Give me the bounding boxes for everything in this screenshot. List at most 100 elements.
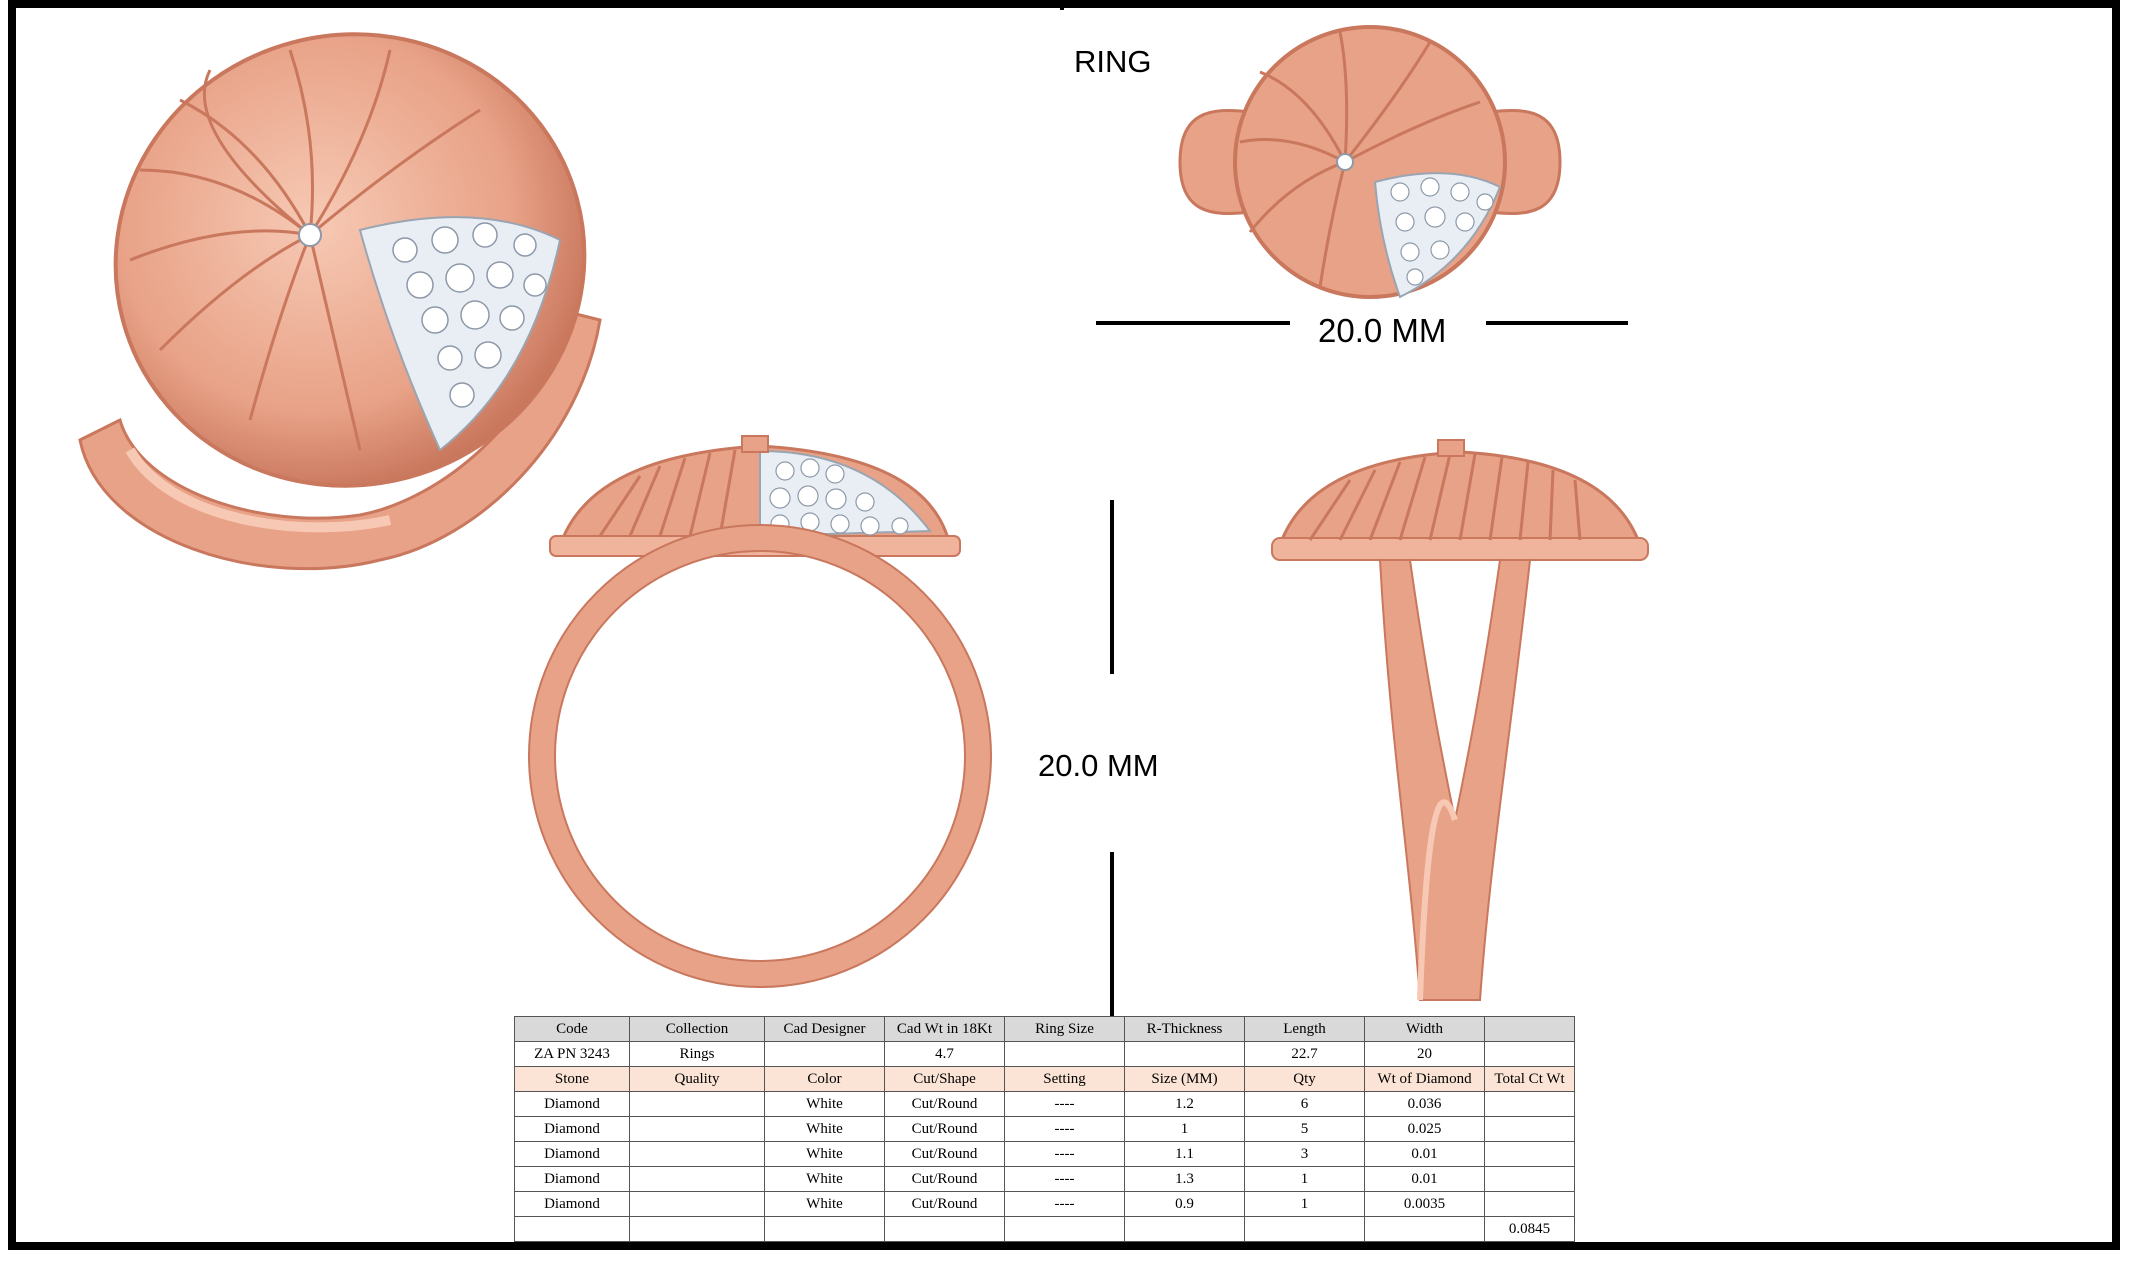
table-cell: Setting	[1004, 1066, 1125, 1092]
table-cell: White	[764, 1091, 885, 1117]
table-cell: Code	[514, 1016, 630, 1042]
table-cell: ----	[1004, 1091, 1125, 1117]
table-cell	[1004, 1216, 1125, 1242]
drawing-frame	[8, 0, 2120, 1250]
table-cell: Size (MM)	[1124, 1066, 1245, 1092]
table-cell: ----	[1004, 1191, 1125, 1217]
total-row: 0.0845	[514, 1216, 1575, 1242]
table-cell: 1.2	[1124, 1091, 1245, 1117]
height-dimension-line-bottom	[1110, 852, 1114, 1016]
table-cell	[1364, 1216, 1485, 1242]
width-dimension-line-left	[1096, 321, 1290, 325]
table-cell: 4.7	[884, 1041, 1005, 1067]
table-cell: Cut/Round	[884, 1116, 1005, 1142]
table-cell: White	[764, 1116, 885, 1142]
height-dimension-label: 20.0 MM	[1038, 748, 1159, 783]
table-cell: 1.3	[1124, 1166, 1245, 1192]
table-cell: Width	[1364, 1016, 1485, 1042]
table-cell: ----	[1004, 1116, 1125, 1142]
table-cell: ----	[1004, 1166, 1125, 1192]
table-cell	[1124, 1216, 1245, 1242]
table-cell: Ring Size	[1004, 1016, 1125, 1042]
table-cell: Total Ct Wt	[1484, 1066, 1575, 1092]
table-cell: Color	[764, 1066, 885, 1092]
ring-perspective-view	[78, 32, 602, 571]
table-cell: 1	[1244, 1191, 1365, 1217]
table-cell	[1484, 1116, 1575, 1142]
table-cell: 5	[1244, 1116, 1365, 1142]
table-cell	[629, 1141, 765, 1167]
table-cell: Diamond	[514, 1166, 630, 1192]
table-cell	[514, 1216, 630, 1242]
height-dimension-line-top	[1110, 500, 1114, 674]
table-cell: Diamond	[514, 1191, 630, 1217]
table-cell: 0.036	[1364, 1091, 1485, 1117]
table-cell: White	[764, 1166, 885, 1192]
table-cell	[1484, 1091, 1575, 1117]
table-cell: Cad Designer	[764, 1016, 885, 1042]
table-cell: Cut/Round	[884, 1091, 1005, 1117]
table-cell	[1484, 1191, 1575, 1217]
table-cell: Quality	[629, 1066, 765, 1092]
table-cell: Cut/Round	[884, 1141, 1005, 1167]
table-cell: 6	[1244, 1091, 1365, 1117]
table-cell: 1	[1244, 1166, 1365, 1192]
ring-top-view	[1178, 25, 1562, 299]
table-cell: 20	[1364, 1041, 1485, 1067]
table-cell: 0.01	[1364, 1141, 1485, 1167]
table-cell	[629, 1166, 765, 1192]
table-cell	[1484, 1041, 1575, 1067]
table-cell: Cad Wt in 18Kt	[884, 1016, 1005, 1042]
ring-side-view	[1271, 439, 1649, 1001]
table-cell: Diamond	[514, 1141, 630, 1167]
table-cell: Wt of Diamond	[1364, 1066, 1485, 1092]
table-cell	[1124, 1041, 1245, 1067]
table-cell	[629, 1191, 765, 1217]
table-cell: 1	[1124, 1116, 1245, 1142]
table-cell: 22.7	[1244, 1041, 1365, 1067]
top-divider	[1060, 0, 1064, 10]
table-cell: 0.9	[1124, 1191, 1245, 1217]
table-cell: 0.025	[1364, 1116, 1485, 1142]
table-cell: Qty	[1244, 1066, 1365, 1092]
table-cell: 0.0035	[1364, 1191, 1485, 1217]
table-cell: Diamond	[514, 1091, 630, 1117]
table-cell	[1484, 1166, 1575, 1192]
table-cell: ----	[1004, 1141, 1125, 1167]
table-cell	[764, 1216, 885, 1242]
width-dimension-line-right	[1486, 321, 1628, 325]
table-cell: Diamond	[514, 1116, 630, 1142]
table-cell: Stone	[514, 1066, 630, 1092]
table-cell: White	[764, 1141, 885, 1167]
width-dimension-label: 20.0 MM	[1318, 312, 1447, 349]
table-cell	[764, 1041, 885, 1067]
table-cell: Cut/Round	[884, 1166, 1005, 1192]
table-cell: 1.1	[1124, 1141, 1245, 1167]
table-cell: Cut/Shape	[884, 1066, 1005, 1092]
table-cell	[884, 1216, 1005, 1242]
sheet-title: RING	[1074, 44, 1152, 79]
ring-front-view	[528, 435, 992, 988]
table-cell	[1484, 1016, 1575, 1042]
table-cell: Length	[1244, 1016, 1365, 1042]
table-cell: Rings	[629, 1041, 765, 1067]
table-cell: 0.01	[1364, 1166, 1485, 1192]
table-cell: R-Thickness	[1124, 1016, 1245, 1042]
table-cell: Collection	[629, 1016, 765, 1042]
table-cell	[629, 1116, 765, 1142]
table-cell	[629, 1091, 765, 1117]
table-cell: Cut/Round	[884, 1191, 1005, 1217]
table-cell	[629, 1216, 765, 1242]
table-cell: 3	[1244, 1141, 1365, 1167]
table-cell: ZA PN 3243	[514, 1041, 630, 1067]
table-cell: 0.0845	[1484, 1216, 1575, 1242]
